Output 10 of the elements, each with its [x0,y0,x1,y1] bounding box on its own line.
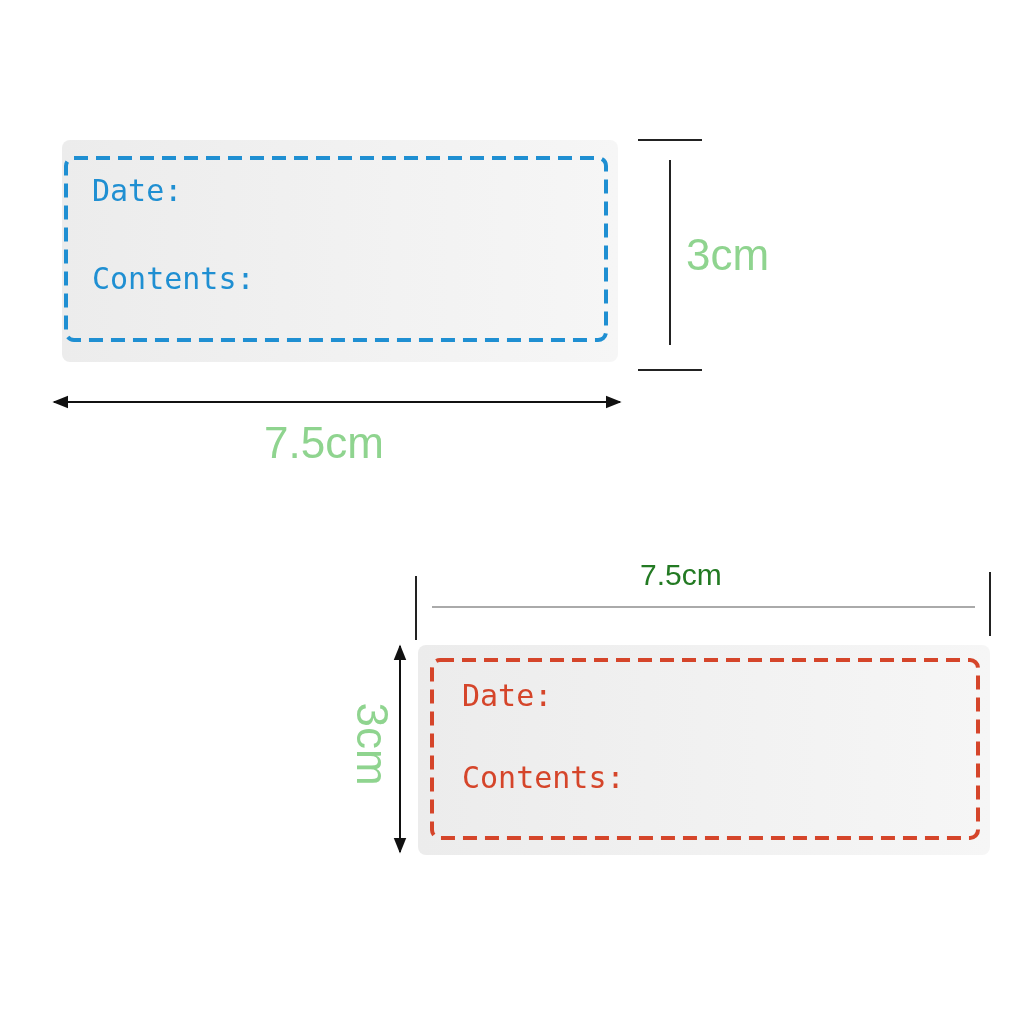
field-label: Contents: [92,264,255,294]
dimension-label: 7.5cm [640,560,722,590]
dimension-label: 3cm [349,702,394,786]
dimension-label: 3cm [686,233,770,277]
dimension-label: 7.5cm [264,421,384,465]
field-label: Date: [462,681,553,711]
field-label: Date: [92,176,183,206]
sticker-label [62,140,618,362]
field-label: Contents: [462,763,625,793]
sticker-label [418,645,990,855]
